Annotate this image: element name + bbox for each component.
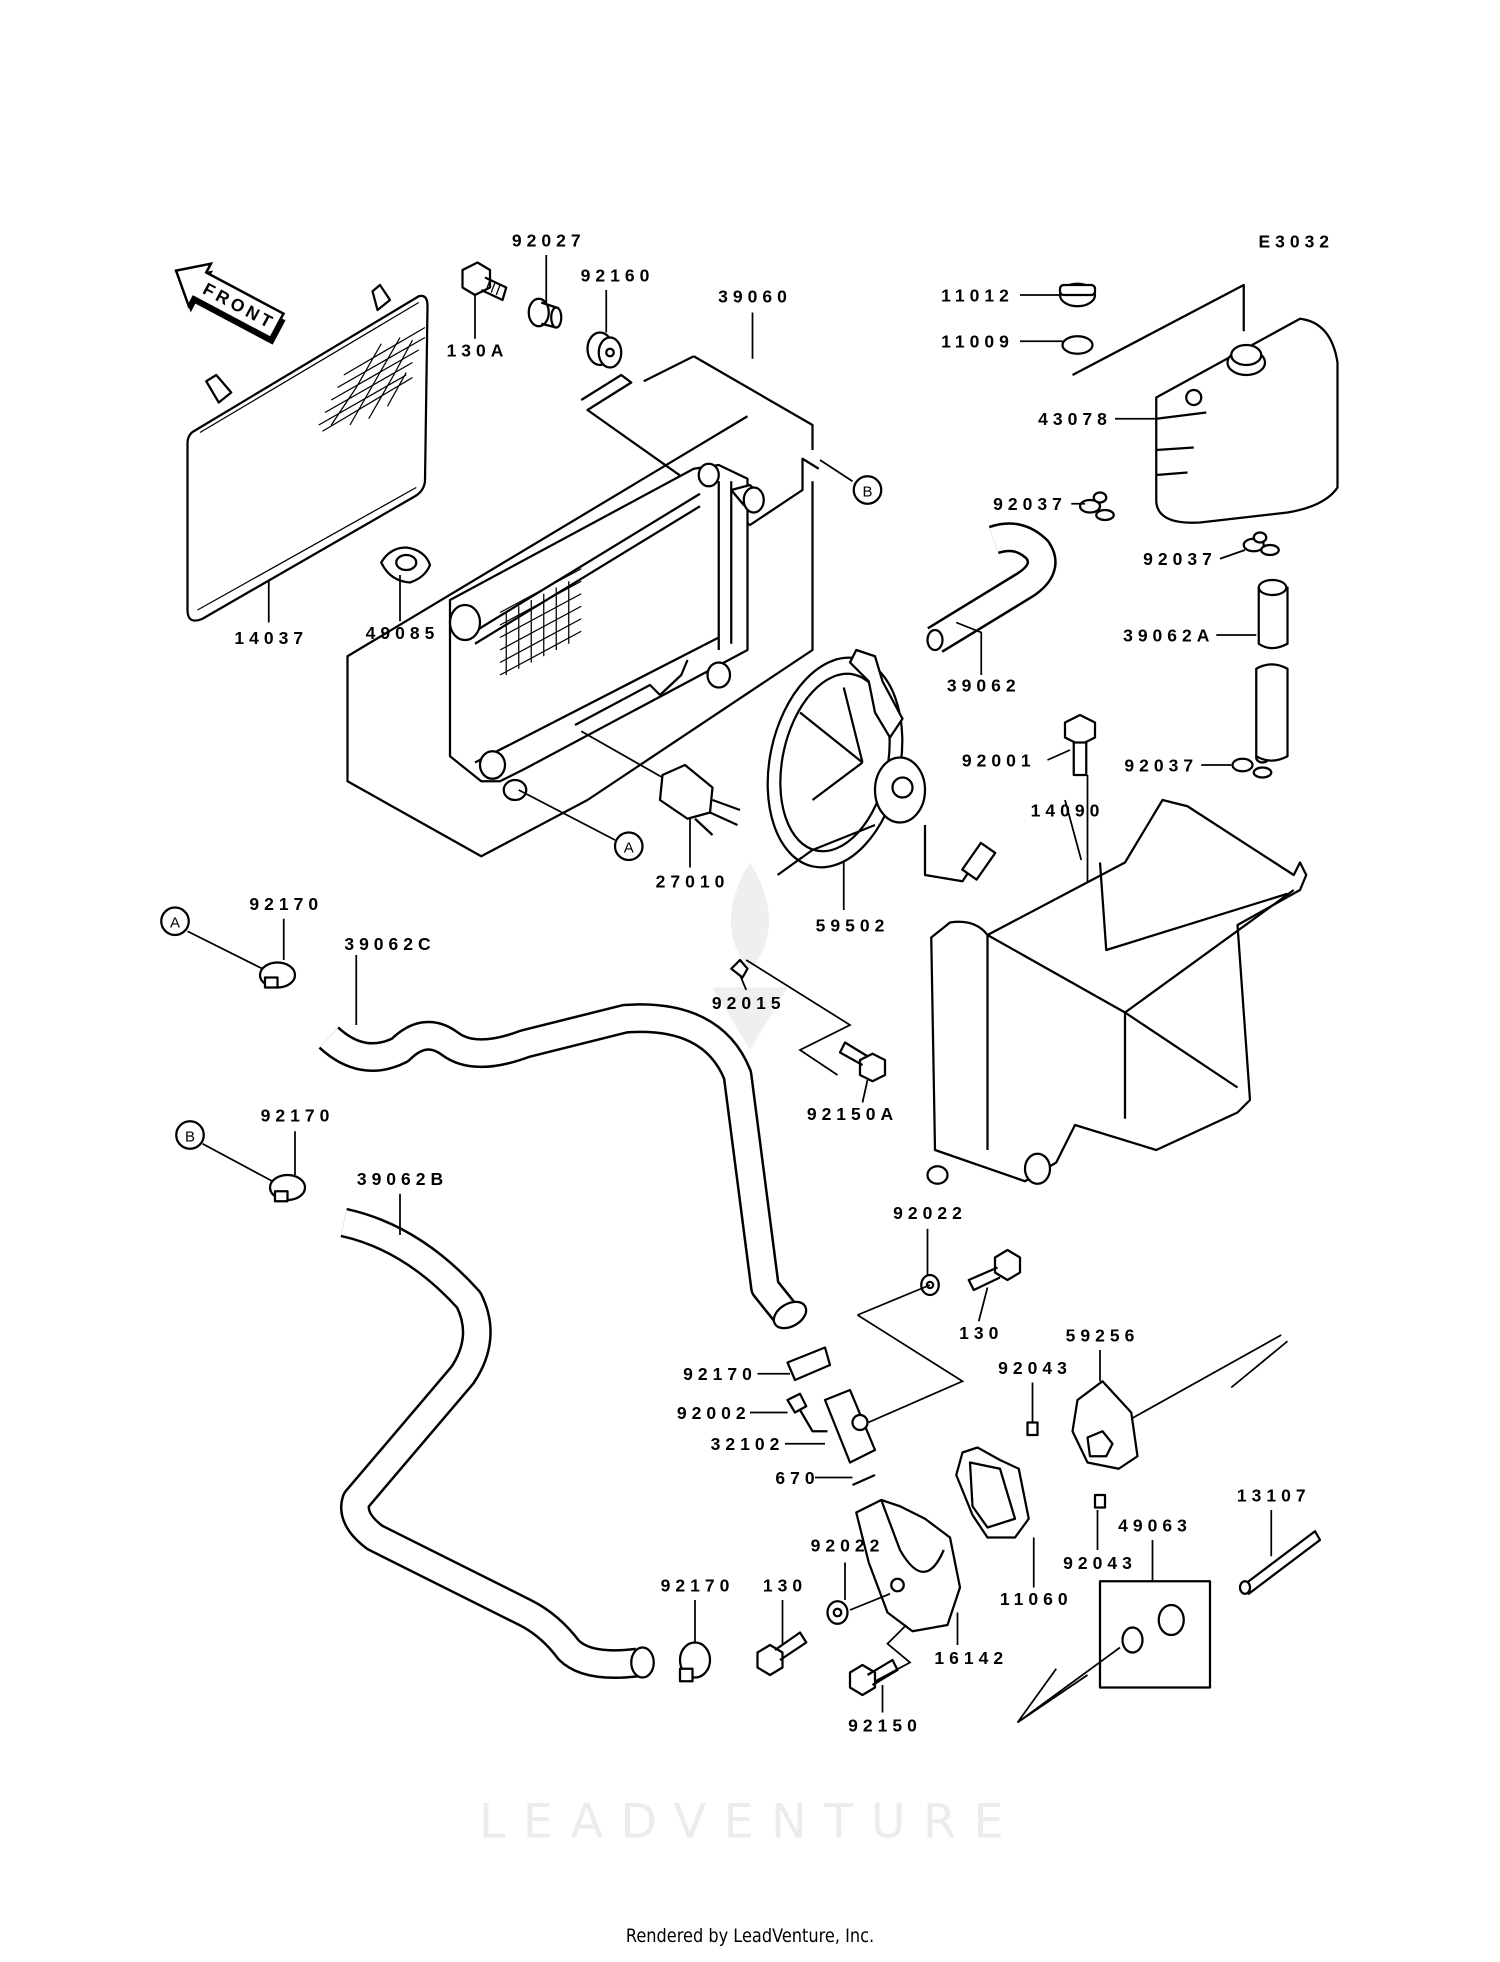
part-label: 92160 xyxy=(581,265,655,285)
part-label: 49085 xyxy=(366,623,440,643)
part-label: 39062 xyxy=(947,675,1021,695)
bracket-14090 xyxy=(926,798,1308,1185)
part-label: 130 xyxy=(959,1323,1003,1343)
part-label: 92037 xyxy=(1124,755,1198,775)
part-label: 92022 xyxy=(893,1203,967,1223)
seal-kit-49063 xyxy=(1016,1580,1212,1724)
o-ring-670 xyxy=(852,1473,876,1487)
callout-a-radiator: A xyxy=(518,789,644,862)
fan-switch-27010 xyxy=(580,730,741,836)
hose-39062 xyxy=(926,522,1057,653)
radiator-39060 xyxy=(346,355,820,858)
diagram-code: E3032 xyxy=(1258,232,1334,252)
part-label: 92043 xyxy=(998,1358,1072,1378)
part-label: 92150 xyxy=(848,1715,922,1735)
part-label: 130 xyxy=(763,1575,807,1595)
bolt-92150 xyxy=(848,1658,899,1697)
part-label: 32102 xyxy=(711,1434,785,1454)
part-label: 92043 xyxy=(1063,1553,1137,1573)
callout-b-radiator: B xyxy=(819,459,883,505)
part-label: 92170 xyxy=(661,1575,735,1595)
hose-clamp-92170 xyxy=(258,961,832,1683)
pipe-32102 xyxy=(786,1388,877,1464)
bolt-92150A xyxy=(838,1041,887,1083)
part-label: 92170 xyxy=(249,894,323,914)
callout-letter: B xyxy=(185,1128,195,1145)
part-labels: E3032 92027 92160 130A 39060 11012 11009… xyxy=(234,230,1334,1735)
bolt-130 xyxy=(756,1248,1022,1677)
radiator-screen-14037 xyxy=(186,283,429,622)
part-label: 92037 xyxy=(1143,549,1217,569)
part-label: 92027 xyxy=(512,230,586,250)
part-label: 92037 xyxy=(993,494,1067,514)
radiator-cap-49085 xyxy=(380,546,432,584)
reservoir-tank-43078 xyxy=(1058,282,1339,524)
part-label: 59502 xyxy=(816,915,890,935)
hose-39062B xyxy=(340,1207,655,1680)
callout-letter: B xyxy=(862,483,872,500)
part-label: 14090 xyxy=(1031,800,1105,820)
leadventure-watermark xyxy=(712,862,788,1050)
part-label: 11060 xyxy=(1000,1589,1073,1609)
shaft-13107 xyxy=(1238,1530,1322,1595)
part-label: 13107 xyxy=(1237,1485,1311,1505)
gasket-11060 xyxy=(955,1446,1030,1539)
part-label: 670 xyxy=(775,1468,819,1488)
part-label: 39062C xyxy=(344,934,435,954)
part-label: 130A xyxy=(447,340,509,360)
part-label: 92015 xyxy=(712,993,786,1013)
clip-92015 xyxy=(730,958,852,1076)
hose-39062A xyxy=(1255,578,1289,762)
part-label: 49063 xyxy=(1118,1515,1192,1535)
bolt-92001 xyxy=(1063,713,1174,1144)
callout-letter: A xyxy=(624,840,634,857)
hose-39062C xyxy=(318,1003,808,1330)
part-label: 39060 xyxy=(718,287,792,307)
part-label: 39062B xyxy=(357,1169,448,1189)
part-label: 27010 xyxy=(656,872,730,892)
part-label: 92001 xyxy=(962,750,1036,770)
footer-credit: Rendered by LeadVenture, Inc. xyxy=(625,1925,875,1947)
part-label: 14037 xyxy=(234,628,308,648)
grommet-92160 xyxy=(586,331,623,369)
bolt-130A xyxy=(461,261,508,302)
part-label: 92170 xyxy=(261,1105,335,1125)
part-label: 59256 xyxy=(1066,1325,1140,1345)
part-label: 92022 xyxy=(811,1535,885,1555)
part-label: 43078 xyxy=(1038,409,1112,429)
label-leaders xyxy=(267,255,1273,1713)
part-label: 11012 xyxy=(941,285,1014,305)
part-label: 39062A xyxy=(1123,625,1214,645)
part-label: 11009 xyxy=(941,332,1014,352)
part-label: 16142 xyxy=(934,1648,1008,1668)
callout-letter: A xyxy=(170,915,180,932)
part-label: 92170 xyxy=(683,1364,757,1384)
collar-92027 xyxy=(527,297,563,329)
cooling-fan-59502 xyxy=(766,648,997,883)
pump-cover-16142 xyxy=(849,1498,962,1683)
part-label: 92002 xyxy=(677,1403,751,1423)
impeller-59256 xyxy=(1071,1334,1289,1470)
watermark-flame-icon xyxy=(712,862,788,1050)
front-arrow-icon: FRONT xyxy=(174,261,286,345)
washer-92022 xyxy=(826,1273,940,1625)
reference-leader xyxy=(857,1284,965,1426)
callout-b-hose: B xyxy=(175,1120,273,1183)
part-label: 92150A xyxy=(807,1104,898,1124)
watermark-text: LEADVENTURE xyxy=(479,1795,1021,1850)
callout-a-hose: A xyxy=(160,906,263,970)
